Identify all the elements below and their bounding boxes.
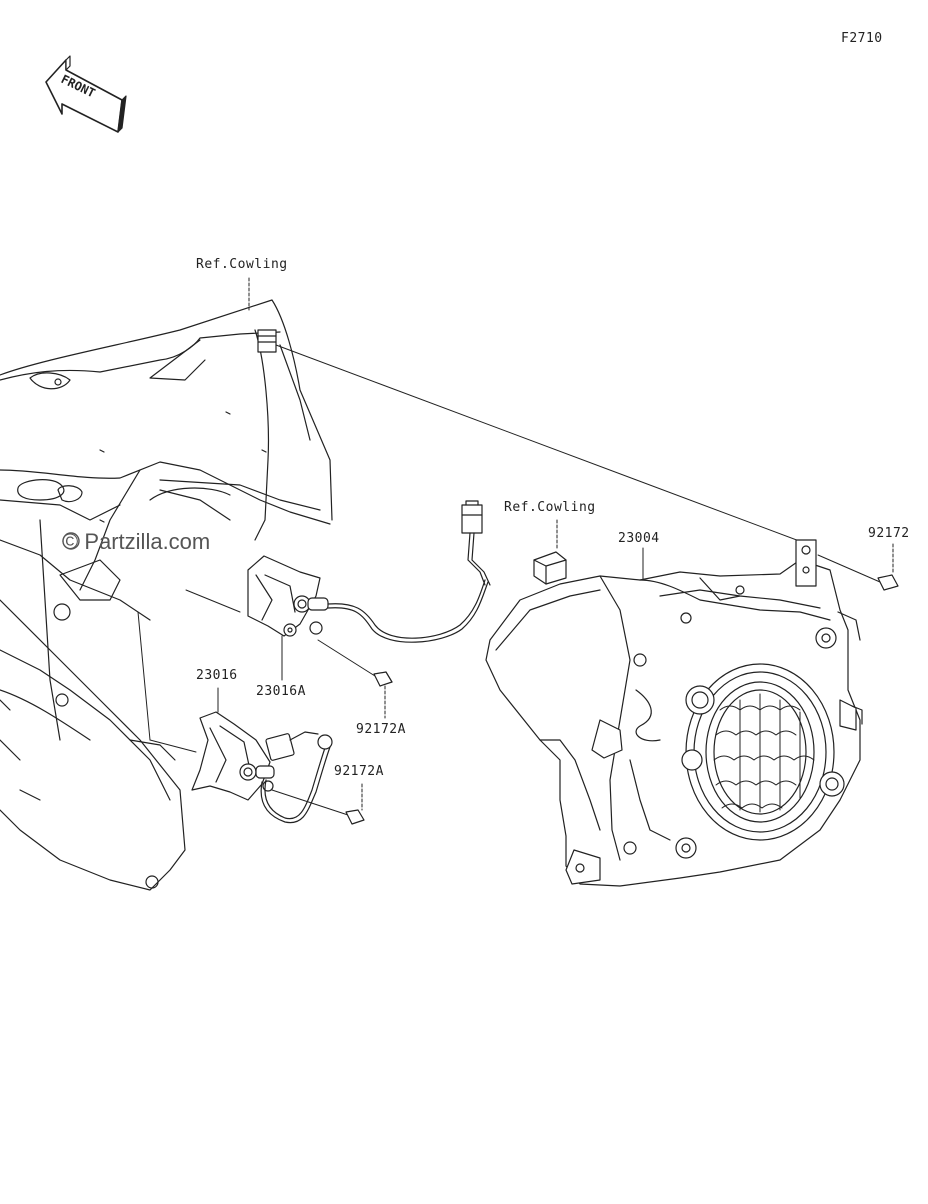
position-lamp-upper — [247, 500, 491, 643]
label-23016A: 23016A — [256, 684, 306, 699]
label-92172A-upper: 92172A — [356, 722, 406, 737]
leader-23016A — [185, 589, 241, 613]
watermark-copyright-icon — [62, 532, 80, 550]
label-ref-cowling-mid: Ref.Cowling — [504, 500, 596, 515]
figure-code: F2710 — [841, 31, 883, 46]
screw-92172 — [877, 574, 899, 591]
watermark: © Partzilla.com — [62, 529, 211, 554]
label-23004: 23004 — [618, 531, 660, 546]
label-23016: 23016 — [196, 668, 238, 683]
label-92172A-lower: 92172A — [334, 764, 384, 779]
label-ref-cowling-top: Ref.Cowling — [196, 257, 288, 272]
position-lamp-lower — [191, 711, 333, 824]
leader-line-main — [275, 344, 811, 546]
leader-line-92172 — [817, 554, 881, 583]
cowling-connector — [257, 329, 277, 353]
screw-92172A-upper — [373, 671, 393, 687]
label-92172: 92172 — [868, 526, 910, 541]
cowling-connector-mid — [533, 551, 567, 585]
screw-92172A-lower — [345, 809, 365, 825]
front-arrow-icon: FRONT — [45, 55, 127, 133]
headlight-assembly — [485, 539, 863, 887]
